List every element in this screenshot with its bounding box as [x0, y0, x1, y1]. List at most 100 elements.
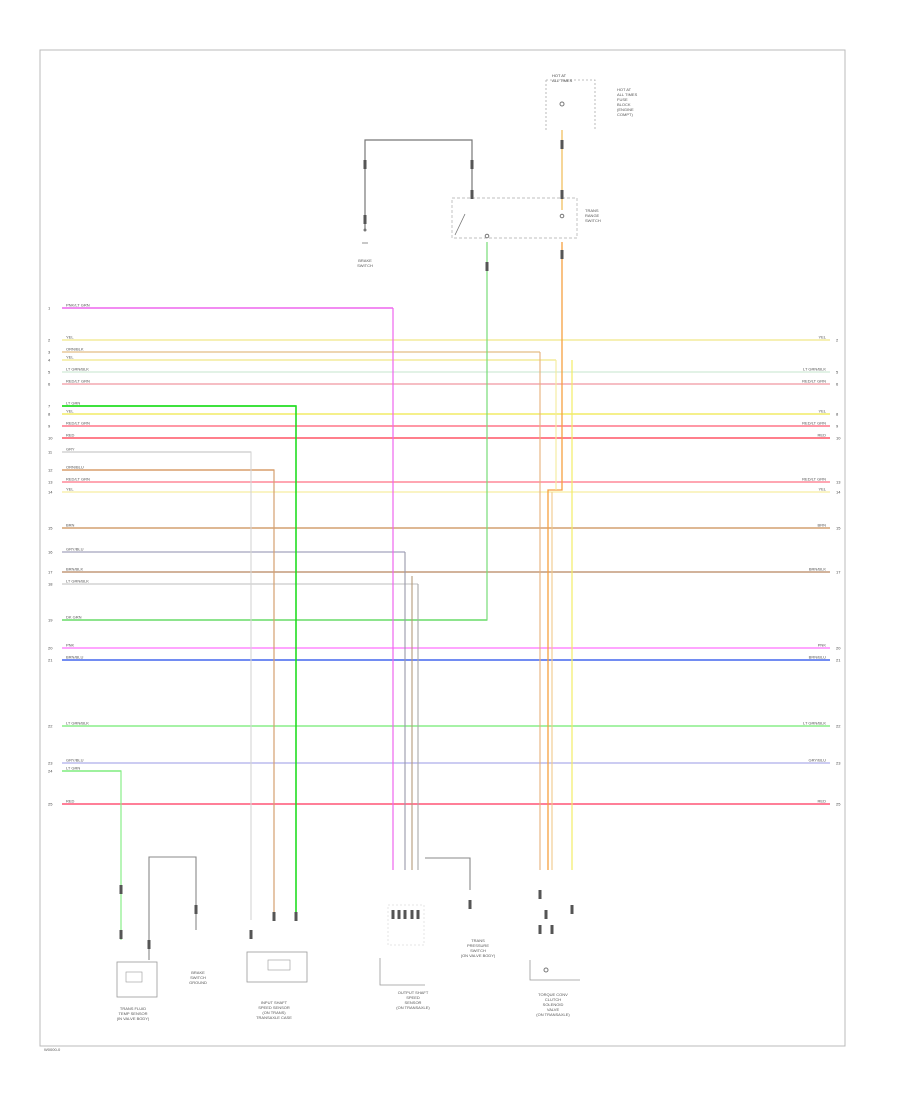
wire-number-right: 10: [836, 436, 841, 441]
wire-number: 21: [48, 658, 53, 663]
connector-pin: [403, 910, 407, 919]
wire-label-right: RED/LT GRN: [802, 379, 826, 384]
wire-green-drop: [62, 405, 297, 920]
trans-fluid-temp-sensor: [116, 961, 158, 998]
connector-pin: [538, 925, 542, 934]
wire-label: GRY: [66, 447, 75, 452]
wire-number-right: 23: [836, 761, 841, 766]
trans-range-switch: [451, 197, 578, 239]
component-label-pressure-switch: TRANS: [471, 938, 485, 943]
component-label-torque-converter: CLUTCH: [545, 997, 561, 1002]
wire-number-right: 15: [836, 526, 841, 531]
component-label-torque-converter: SOLENOID: [543, 1002, 564, 1007]
connector-layer: [119, 140, 574, 949]
wire-number: 15: [48, 526, 53, 531]
wire-label: LT GRN: [66, 401, 80, 406]
wire-pressure-ground: [425, 857, 471, 890]
component-label-fuse-box: BLOCK: [617, 102, 631, 107]
wire-label: RED: [66, 799, 75, 804]
wire-label: BRN/BLK: [66, 567, 83, 572]
wire-number-right: 6: [836, 382, 839, 387]
wire-orn-blu-drop: [62, 469, 275, 920]
connector-pin: [485, 262, 489, 271]
wire-label-right: LT GRN/BLK: [803, 721, 826, 726]
connector-pin: [416, 910, 420, 919]
wire-label: YEL: [66, 335, 74, 340]
torque-converter-solenoid: [529, 960, 580, 981]
wire-label: PNK: [66, 643, 75, 648]
wire-label: LT GRN: [66, 766, 80, 771]
wire-number-right: 22: [836, 724, 841, 729]
component-label-output-speed: SPEED: [406, 995, 420, 1000]
wire-gry-drop-2: [62, 451, 252, 920]
wire-label-right: YEL: [818, 335, 826, 340]
wire-number: 6: [48, 382, 51, 387]
component-label-brake-ground: GROUND: [189, 980, 207, 985]
component-label-brake-ground: SWITCH: [190, 975, 206, 980]
component-label-trans-range: SWITCH: [585, 218, 601, 223]
wire-label: DK GRN: [66, 615, 82, 620]
wire-label-right: LT GRN/BLK: [803, 367, 826, 372]
wire-label: ORN/BLU: [66, 465, 84, 470]
wire-label: GRY/BLU: [66, 758, 84, 763]
wire-switch-feed: [547, 242, 563, 870]
wire-label-right: PNK: [818, 643, 827, 648]
component-label-brake-switch: SWITCH: [357, 263, 373, 268]
wire-label: LT GRN/BLK: [66, 367, 89, 372]
pressure-switch: [379, 904, 425, 986]
wire-label-right: YEL: [818, 409, 826, 414]
wire-number-right: 14: [836, 490, 841, 495]
connector-pin: [410, 910, 414, 919]
svg-text:ALL TIMES: ALL TIMES: [552, 78, 573, 83]
wire-number: 11: [48, 450, 53, 455]
connector-pin: [544, 910, 548, 919]
wire-label-right: RED/LT GRN: [802, 477, 826, 482]
wire-number: 4: [48, 358, 51, 363]
component-label-trans-fluid-temp: TRANS FLUID: [120, 1006, 146, 1011]
wire-number: 24: [48, 769, 53, 774]
connector-pin: [470, 190, 474, 199]
component-label-pressure-switch: SWITCH: [470, 948, 486, 953]
component-label-torque-converter: (ON TRANSAXLE): [536, 1012, 570, 1017]
wire-label: GRY/BLU: [66, 547, 84, 552]
wire-number: 19: [48, 618, 53, 623]
connector-pin: [147, 940, 151, 949]
wire-label-right: RED/LT GRN: [802, 421, 826, 426]
wire-label-right: GRY/BLU: [809, 758, 827, 763]
fuse-block: HOT AT ALL TIMES: [545, 73, 596, 130]
component-label-fuse-box: FUSE: [617, 97, 628, 102]
wire-number: 18: [48, 582, 53, 587]
wire-label: RED/LT GRN: [66, 421, 90, 426]
component-label-trans-fluid-temp: TEMP SENSOR: [118, 1011, 147, 1016]
wire-label: PNK/LT GRN: [66, 303, 90, 308]
component-label-pressure-switch: PRESSURE: [467, 943, 489, 948]
component-label-input-speed: TRANSAXLE CASE: [256, 1015, 292, 1020]
wire-label: LT GRN/BLK: [66, 721, 89, 726]
connector-pin: [397, 910, 401, 919]
wire-number-right: 17: [836, 570, 841, 575]
component-label-fuse-box: (ENGINE: [617, 107, 634, 112]
connector-pin: [194, 905, 198, 914]
wire-label: YEL: [66, 355, 74, 360]
wire-label: LT GRN/BLK: [66, 579, 89, 584]
wire-label-right: YEL: [818, 487, 826, 492]
wire-number: 3: [48, 350, 51, 355]
wire-number-right: 8: [836, 412, 839, 417]
component-label-trans-fluid-temp: (IN VALVE BODY): [117, 1016, 150, 1021]
connector-pin: [272, 912, 276, 921]
svg-text:HOT AT: HOT AT: [552, 73, 567, 78]
wire-number: 22: [48, 724, 53, 729]
wire-label-right: RED: [818, 433, 827, 438]
connector-pin: [363, 215, 367, 224]
component-label-pressure-switch: (ON VALVE BODY): [461, 953, 496, 958]
input-speed-sensor: [246, 951, 308, 983]
component-label-torque-converter: VALVE: [547, 1007, 560, 1012]
wire-number-right: 2: [836, 338, 839, 343]
connector-pin: [470, 160, 474, 169]
wire-number: 5: [48, 370, 51, 375]
wire-number-right: 25: [836, 802, 841, 807]
wire-label: YEL: [66, 409, 74, 414]
wire-label: BRN/BLU: [66, 655, 83, 660]
